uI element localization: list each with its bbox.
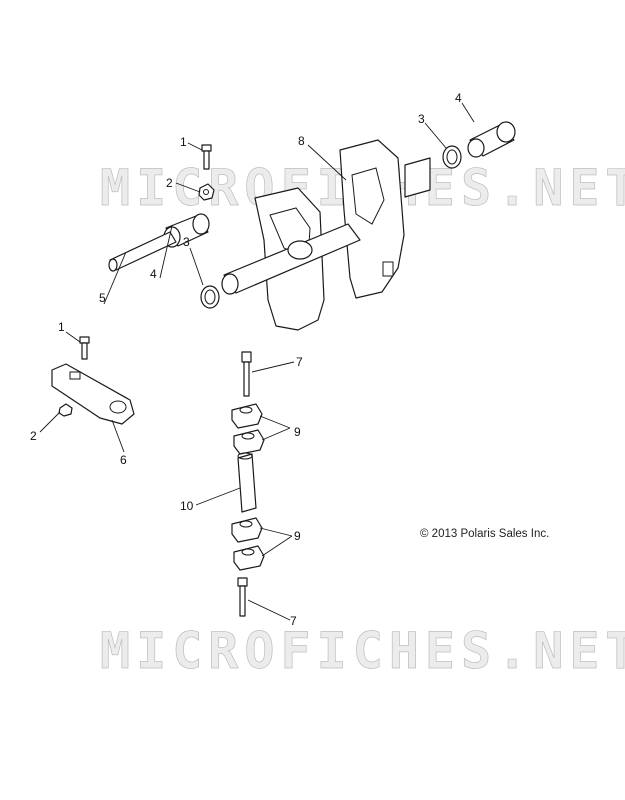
part-5-shaft <box>108 231 177 272</box>
part-1-bolt-lower <box>79 336 90 360</box>
callout-8: 8 <box>298 134 305 148</box>
part-1-bolt-upper <box>201 144 212 170</box>
part-8-bracket-assembly <box>221 139 431 331</box>
callout-10: 10 <box>180 499 194 513</box>
callout-6: 6 <box>120 453 127 467</box>
callout-4-middle: 4 <box>150 267 157 281</box>
part-4-bushing-upper <box>467 121 516 158</box>
callout-3-middle: 3 <box>183 235 190 249</box>
part-9-mounts-upper <box>231 403 265 455</box>
part-7-bolt-upper <box>241 351 252 397</box>
part-9-mounts-lower <box>231 517 265 571</box>
callout-3-upper: 3 <box>418 112 425 126</box>
part-2-nut-upper <box>198 183 215 201</box>
part-10-spacer <box>237 452 257 513</box>
leader-lines <box>39 102 475 621</box>
callout-2-upper: 2 <box>166 176 173 190</box>
copyright-notice: © 2013 Polaris Sales Inc. <box>420 528 550 540</box>
callout-1-upper: 1 <box>180 135 187 149</box>
callout-7-lower: 7 <box>290 614 297 628</box>
part-3-oring-middle <box>200 285 220 309</box>
callout-1-lower: 1 <box>58 320 65 334</box>
callout-9-lower: 9 <box>294 529 301 543</box>
part-7-bolt-lower <box>237 577 248 617</box>
callout-9-upper: 9 <box>294 425 301 439</box>
callout-4-upper: 4 <box>455 91 462 105</box>
part-6-lever-arm <box>51 363 135 425</box>
part-3-oring-upper <box>442 145 462 169</box>
callout-2-lower: 2 <box>30 429 37 443</box>
callout-7-upper: 7 <box>296 355 303 369</box>
watermark-bottom: MICROFICHES.NET <box>100 622 625 680</box>
callout-5: 5 <box>99 291 106 305</box>
part-2-nut-lower <box>58 403 73 417</box>
